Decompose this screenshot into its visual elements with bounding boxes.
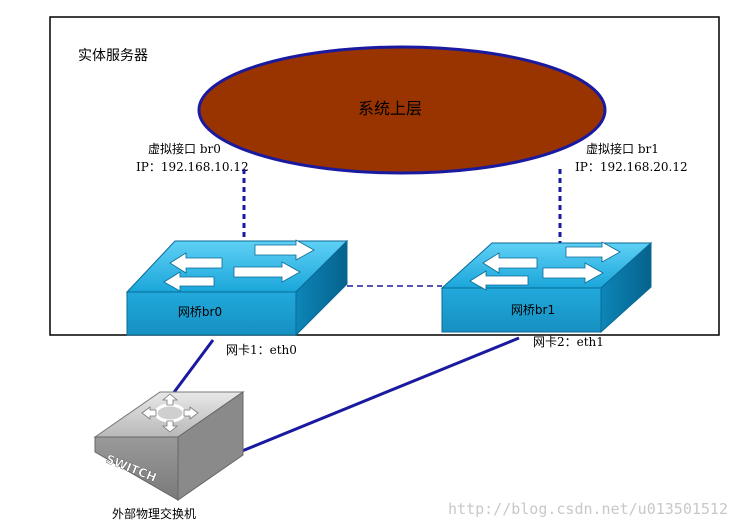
switch-front (94, 436, 179, 501)
iface-br0-name: 虚拟接口 br0 (148, 141, 221, 156)
bridge-br0: 网桥br0 (125, 239, 349, 337)
nic1-label: 网卡1：eth0 (226, 343, 297, 357)
bridge-br0-arrows-icon (163, 239, 315, 292)
bridge-br0-label: 网桥br0 (178, 305, 222, 319)
watermark: http://blog.csdn.net/u013501512 (448, 500, 728, 518)
bridge-br1: 网桥br1 (440, 241, 653, 334)
server-title: 实体服务器 (78, 48, 148, 64)
link-eth1 (241, 336, 520, 453)
switch-cross-arrows-icon (141, 393, 199, 433)
upper-layer-ellipse (197, 45, 607, 175)
iface-br0-ip: IP：192.168.10.12 (136, 160, 249, 174)
iface-br1-ip: IP：192.168.20.12 (575, 160, 688, 174)
link-eth0 (170, 339, 215, 396)
iface-br1-name: 虚拟接口 br1 (586, 141, 659, 156)
bridge-br0-front (126, 291, 297, 336)
upper-layer-label: 系统上层 (358, 99, 422, 118)
nic2-label: 网卡2：eth1 (533, 335, 604, 349)
bridge-br1-label: 网桥br1 (511, 303, 555, 317)
bridge-br1-arrows-icon (469, 241, 621, 291)
bridge-br1-front (441, 287, 602, 333)
physical-switch: SWITCH (93, 391, 245, 501)
switch-label: 外部物理交换机 (112, 506, 196, 521)
